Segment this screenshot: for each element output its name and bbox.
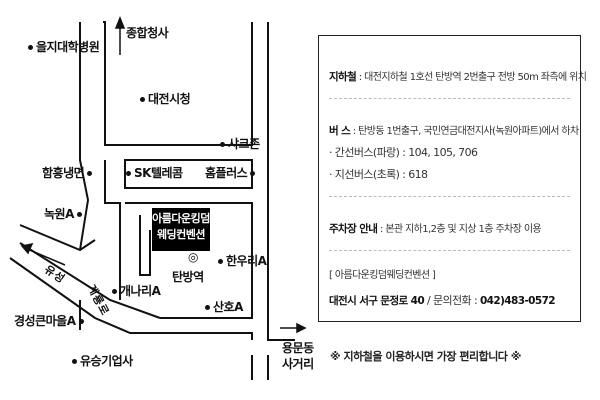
- directions-panel: 지하철 : 대전지하철 1호선 탄방역 2번출구 전방 50m 좌측에 위치 버…: [318, 35, 587, 322]
- bus-trunk-info: · 간선버스(파랑) : 104, 105, 706: [329, 146, 478, 159]
- map-label-nokwon-apt: 녹원A: [44, 205, 85, 222]
- map-label-sk-telecom: SK텔레콤: [126, 164, 183, 181]
- dot-icon: [220, 142, 225, 147]
- map-label-hanwoori-apt: 한우리A: [218, 252, 267, 269]
- dot-icon: [218, 259, 223, 264]
- dot-icon: [250, 171, 256, 176]
- bus-branch-info: · 지선버스(초록) : 618: [329, 168, 428, 181]
- dot-icon: [205, 305, 210, 310]
- notice-text: ※ 지하철을 이용하시면 가장 편리합니다 ※: [330, 350, 521, 363]
- arrow-north-icon: [114, 15, 126, 29]
- map-label-hamheung: 함흥냉면: [42, 164, 95, 181]
- map-label-sanho-apt: 산호A: [205, 298, 243, 315]
- dot-icon: [76, 212, 82, 217]
- block-lower: [125, 202, 253, 319]
- block-middle: [124, 159, 253, 189]
- map-label-gaenari-apt: 개나리A: [112, 282, 161, 299]
- parking-info: 주차장 안내 : 본관 지하1,2층 및 지상 1층 주차장 이용: [329, 223, 542, 235]
- map-label-homeplus: 홈플러스: [205, 164, 258, 181]
- venue-bracket: [ 아름다운킹덤웨딩컨벤션 ]: [329, 270, 436, 281]
- subway-info: 지하철 : 대전지하철 1호선 탄방역 2번출구 전방 50m 좌측에 위치: [329, 71, 587, 83]
- location-map: 을지대학병원 종합청사 대전시청 샤크존 SK텔레콤 홈플러스 함흥냉면 녹원A…: [9, 15, 314, 380]
- map-label-chakeuzone: 샤크존: [220, 135, 260, 152]
- map-label-tanbang-station: 탄방역: [172, 270, 204, 284]
- dot-icon: [78, 319, 84, 324]
- map-label-yongmun-crossroad: 용문동 사거리: [282, 341, 314, 371]
- dot-icon: [140, 97, 145, 102]
- map-label-daejeon-cityhall: 대전시청: [140, 90, 191, 107]
- divider: [329, 98, 570, 99]
- dot-icon: [87, 171, 93, 176]
- arrow-west-icon: [20, 242, 34, 255]
- divider: [329, 250, 570, 251]
- map-label-eulji-hospital: 을지대학병원: [28, 38, 100, 55]
- map-label-yuseung-company: 유승기업사: [72, 352, 133, 369]
- venue-marker: 아름다운킹덤 웨딩컨벤션: [152, 208, 210, 251]
- road-network: [9, 15, 307, 380]
- dot-icon: [112, 289, 117, 294]
- map-label-jonghap-hall: 종합청사: [126, 26, 169, 40]
- dot-icon: [72, 359, 77, 364]
- map-label-gyeongseong-apt: 경성큰마을A: [14, 312, 87, 329]
- block-north: [104, 22, 253, 146]
- dot-icon: [28, 45, 33, 50]
- station-icon: ◎: [188, 250, 199, 264]
- arrow-west-line: [24, 247, 66, 266]
- address-line: 대전시 서구 문정로 40 / 문의전화 : 042)483-0572: [329, 294, 556, 307]
- arrow-east-icon: [296, 322, 307, 334]
- divider: [329, 196, 570, 197]
- bus-info: 버 스 : 탄방동 1번출구, 국민연금대전지사(녹원아파트)에서 하차: [329, 125, 579, 137]
- dot-icon: [126, 171, 131, 176]
